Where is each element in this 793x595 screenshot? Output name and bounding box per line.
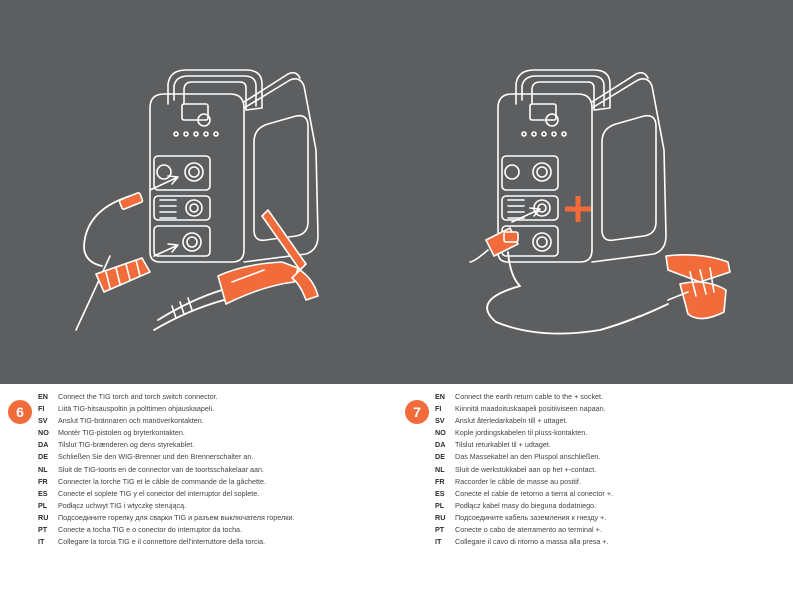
plus-icon [565,196,591,222]
connector-icon [485,227,519,257]
language-code: NO [435,428,446,438]
instruction-text: Tilslut returkablet til + udtaget. [455,440,551,450]
instruction-line: PT Conecte o cabo de aterramento ao termi… [435,524,613,536]
language-code: EN [38,392,48,401]
language-code: NL [435,464,445,474]
instruction-line: EN Connect the earth return cable to the … [435,391,613,403]
instruction-text: Sluit de TIG-toorts en de connector van … [58,464,265,474]
instruction-text: Collegare il cavo di ritorno a massa all… [455,537,609,547]
instruction-text: Kiinnitä maadoituskaapeli positiiviseen … [455,404,606,414]
language-code: DE [38,452,48,462]
language-code: ES [435,488,445,498]
instruction-line: RU Подсоедините кабель заземления к гнезд… [435,512,613,524]
language-code: FR [435,476,445,486]
instruction-text: Подсоедините кабель заземления к гнезду … [455,512,607,522]
instruction-text: Schließen Sie den WIG-Brenner und den Br… [58,452,254,462]
instruction-line: FI Kiinnitä maadoituskaapeli positiivisee… [435,403,613,415]
instruction-line: IT Collegare il cavo di ritorno a massa a… [435,536,613,548]
instruction-line: NL Sluit de TIG-toorts en de connector va… [38,464,294,476]
illustrations [75,69,731,335]
instruction-line: RU Подсоедините горелку для сварки TIG и … [38,512,294,524]
arrow-icon [149,175,179,257]
instruction-text: Anslut återledarkabeln till + uttaget. [455,416,568,426]
arrow-icon [511,207,541,223]
instruction-line: PL Podłącz uchwyt TIG i wtyczkę sterującą… [38,500,294,512]
welder-icon [149,69,319,263]
language-code: PL [38,500,48,510]
instruction-text: Liitä TIG-hitsauspoltin ja polttimen ohj… [58,404,215,414]
language-code: DA [435,440,446,450]
instruction-line: DE Schließen Sie den WIG-Brenner und den … [38,451,294,463]
instruction-text: Conecte a tocha TIG e o conector do inte… [58,525,243,535]
instruction-text: Montér TIG-pistolen og bryterkontakten. [58,428,185,438]
step-number-badge: 6 [8,400,32,424]
instruction-line: SV Anslut TIG-brännaren och manöverkontak… [38,415,294,427]
language-code: NL [38,464,48,474]
language-code: RU [38,512,49,522]
instruction-line: IT Collegare la torcia TIG e il connettor… [38,536,294,548]
language-code: FI [435,404,442,414]
connector-icon [95,257,151,293]
instruction-text: Collegare la torcia TIG e il connettore … [58,537,265,547]
step-number-badge: 7 [405,400,429,424]
instruction-line: ES Conecte el cable de retorno a tierra a… [435,488,613,500]
instruction-text: Podłącz uchwyt TIG i wtyczkę sterującą. [58,500,187,510]
welder-with-earth-clamp [469,69,731,335]
instruction-text: Conecte o cabo de aterramento ao termina… [455,525,602,535]
instruction-line: FR Raccorder le câble de masse au positif… [435,476,613,488]
language-code: ES [38,488,48,498]
welder-with-tig-torch [75,69,319,331]
language-code: PT [38,525,48,535]
instruction-list: EN Connect the earth return cable to the … [435,391,613,548]
instruction-line: NO Montér TIG-pistolen og bryterkontakten… [38,427,294,439]
instruction-line: NL Sluit de werkstukkabel aan op het +-co… [435,464,613,476]
welder-icon [497,69,667,263]
instruction-text: Kople jordingskabelen til pluss-kontakte… [455,428,588,438]
language-code: IT [435,537,442,547]
instruction-text: Anslut TIG-brännaren och manöverkontakte… [58,416,204,426]
connector-icon [118,192,144,210]
instruction-line: PL Podłącz kabel masy do bieguna dodatnie… [435,500,613,512]
language-code: FR [38,476,48,486]
instruction-line: DA Tilslut TIG-brænderen og dens styrekab… [38,439,294,451]
language-code: SV [435,416,445,426]
instruction-text: Tilslut TIG-brænderen og dens styrekable… [58,440,195,450]
instruction-line: DA Tilslut returkablet til + udtaget. [435,439,613,451]
instruction-text: Sluit de werkstukkabel aan op het +-cont… [455,464,597,474]
instruction-line: FR Connecter la torche TIG et le câble de… [38,476,294,488]
instruction-text: Conecte el soplete TIG y el conector del… [58,488,260,498]
language-code: DA [38,440,49,450]
instruction-text: Raccorder le câble de masse au positif. [455,476,581,486]
earth-clamp-icon [665,254,731,320]
language-code: IT [38,537,45,547]
instruction-list: EN Connect the TIG torch and torch switch… [38,391,294,548]
instruction-line: PT Conecte a tocha TIG e o conector do in… [38,524,294,536]
tig-torch-icon [217,209,319,305]
instruction-line: NO Kople jordingskabelen til pluss-kontak… [435,427,613,439]
instruction-text: Conecte el cable de retorno a tierra al … [455,488,614,498]
language-code: DE [435,452,445,462]
language-code: RU [435,512,446,522]
instruction-text: Connect the earth return cable to the + … [455,392,604,401]
language-code: FI [38,404,45,414]
instruction-line: ES Conecte el soplete TIG y el conector d… [38,488,294,500]
language-code: PT [435,525,445,535]
instruction-line: FI Liitä TIG-hitsauspoltin ja polttimen o… [38,403,294,415]
language-code: SV [38,416,48,426]
language-code: EN [435,392,445,401]
instruction-text: Connecter la torche TIG et le câble de c… [58,476,267,486]
instruction-text: Podłącz kabel masy do bieguna dodatniego… [455,500,597,510]
illustration-panel [0,0,793,384]
language-code: NO [38,428,49,438]
instruction-line: DE Das Massekabel an den Pluspol anschlie… [435,451,613,463]
instruction-line: EN Connect the TIG torch and torch switch… [38,391,294,403]
instruction-text: Connect the TIG torch and torch switch c… [58,392,218,401]
instruction-text: Подсоедините горелку для сварки TIG и ра… [58,512,295,522]
instruction-line: SV Anslut återledarkabeln till + uttaget. [435,415,613,427]
instruction-text: Das Massekabel an den Pluspol anschließe… [455,452,601,462]
language-code: PL [435,500,445,510]
